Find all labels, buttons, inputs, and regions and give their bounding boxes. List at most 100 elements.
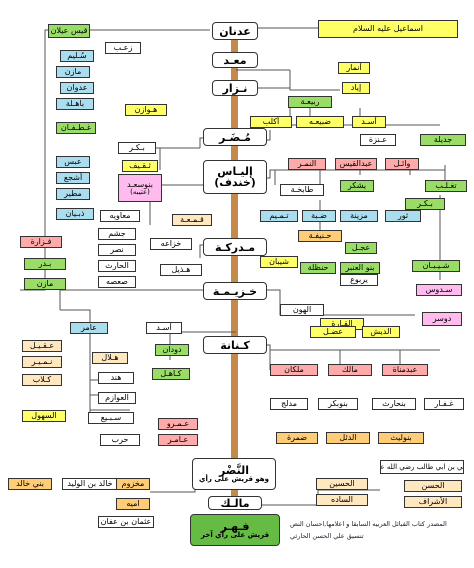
node-banu-saad: بنوسعـد(عتيبه) xyxy=(118,174,162,202)
node-ali: علي بن ابي طالب رضي الله عنه xyxy=(380,460,464,474)
node-awazim: العوازم xyxy=(98,392,136,404)
node-asad-khuzayma: أسـد xyxy=(146,322,182,334)
node-shayban: شـيـبـان xyxy=(412,260,460,272)
node-hanifa: حـنيفـة xyxy=(298,230,342,242)
node-khindif-label: (خندف) xyxy=(214,176,256,189)
main-trunk-line xyxy=(231,40,238,510)
node-rabia: ربيعـة xyxy=(288,96,332,108)
author-note: تنسيق علي الحسن الحارثي xyxy=(290,532,364,540)
node-harb: حرب xyxy=(100,434,140,446)
node-thawr: ثور xyxy=(385,210,421,222)
node-banu-harith: بنحارث xyxy=(372,398,416,410)
node-abdulqays: عبدالقيس xyxy=(335,158,377,170)
node-bani-khalid: بني خالد xyxy=(8,478,52,490)
node-malik-kinana: مالك xyxy=(328,364,372,376)
node-maad: معـد xyxy=(212,52,258,68)
node-banu-bakr: بنوبكر xyxy=(318,398,358,410)
node-adal: عضـل xyxy=(310,326,356,338)
node-tamim: تـمـيم xyxy=(260,210,298,222)
node-hudhayl: هـذيل xyxy=(160,264,202,276)
node-abs: عبس xyxy=(56,156,90,168)
node-hawazin: هـوازن xyxy=(125,104,167,116)
node-amir-kinana: عـامـر xyxy=(158,434,198,446)
node-zaab: زعـب xyxy=(105,42,141,54)
node-ilyas-label: إليـاس xyxy=(217,165,253,178)
node-hanzala: حنظلة xyxy=(300,262,336,274)
node-asad: أسـد xyxy=(352,116,386,128)
branch-lines xyxy=(20,27,446,506)
node-fihr-label: فـهـر xyxy=(220,520,250,533)
node-daysh: الديش xyxy=(362,326,400,338)
node-banu-saad-label: بنوسعـد xyxy=(127,179,153,189)
node-banu-saad-note: (عتيبه) xyxy=(130,187,150,196)
node-khuzayma: خـزيـمـة xyxy=(203,282,267,300)
node-ismail: اسماعيل عليه السلام xyxy=(318,20,458,38)
node-dil: الدئل xyxy=(326,432,370,444)
node-namir: النمـر xyxy=(288,158,326,170)
node-kilab: كـلاب xyxy=(22,374,62,386)
node-kahil: كـاهـل xyxy=(152,368,190,380)
node-banu-anbar: بنو العنبر xyxy=(340,262,380,274)
node-sadus: سـدوس xyxy=(416,284,462,296)
node-al-hun: الهون xyxy=(280,304,324,316)
node-qays-aylan: قيس عيلان xyxy=(48,24,90,38)
node-harith-hawazin: الحارث xyxy=(98,260,136,272)
node-banu-layth: بنوليث xyxy=(378,432,424,444)
node-numayr: نـمـيـر xyxy=(22,356,62,368)
node-shaybani: شيبان xyxy=(260,256,298,268)
node-sada: الساده xyxy=(316,494,368,506)
node-muzayna: مزينة xyxy=(340,210,378,222)
node-ashja: أشجع xyxy=(56,172,90,184)
node-ghatafan: غـطـفـان xyxy=(56,122,96,134)
node-mazin-fazara: مازن xyxy=(24,278,66,290)
node-mudar: مُـضَـر xyxy=(203,128,267,146)
node-mudlij: مدلج xyxy=(270,398,308,410)
node-amr: عـمـرو xyxy=(158,418,198,430)
node-suhul: السهول xyxy=(22,410,66,422)
node-abdmanat: عبدمناة xyxy=(382,364,428,376)
node-muawiya: معاويه xyxy=(100,210,140,222)
node-badr: بـدر xyxy=(24,258,66,270)
node-hind: هند xyxy=(98,372,134,384)
node-aklub: أكلب xyxy=(250,116,292,128)
node-kinana: كـنانة xyxy=(203,336,267,354)
node-anaza: عـنزة xyxy=(360,134,396,146)
node-adnan: عدنان xyxy=(212,22,258,40)
node-tabikha: طابخـة xyxy=(280,184,324,196)
node-dubaya: ضبيعـه xyxy=(296,116,344,128)
node-dawsar: دوسر xyxy=(422,312,462,326)
node-malik: مالـك xyxy=(208,496,262,510)
node-uthman: عثمان بن عفان xyxy=(98,516,154,528)
node-hilal: هـلال xyxy=(92,352,128,364)
node-jadila: جديلة xyxy=(420,134,466,146)
node-ilyas: إليـاس(خندف) xyxy=(203,160,267,194)
node-iyad: إياد xyxy=(342,82,370,94)
node-makhzum: مخزوم xyxy=(116,478,150,490)
node-thaqif: ثـقـيف xyxy=(122,160,158,172)
node-jusham: جشم xyxy=(98,228,136,240)
node-sulaym: سُـليم xyxy=(60,50,94,62)
node-khalid-walid: خالد بن الوليد xyxy=(62,478,118,490)
node-adwan: عدوان xyxy=(60,82,94,94)
node-fazara: فـزارة xyxy=(20,236,62,248)
node-amir: عامر xyxy=(70,322,108,334)
source-note: المصدر كتاب القبائل العربيه السابقا و اع… xyxy=(290,520,447,528)
node-ghifar: غـفـار xyxy=(424,398,464,410)
node-anmar: أنمار xyxy=(338,62,370,74)
node-khuzaa: خزاعه xyxy=(150,238,192,250)
node-bahila: باهـلة xyxy=(56,98,94,110)
node-ashraf: الأشراف xyxy=(404,496,462,508)
node-nadr-label: النَّضْر xyxy=(218,464,250,477)
node-umayya: اميه xyxy=(116,498,150,510)
node-fihr-note: قريش على رأي آخر xyxy=(200,531,270,539)
node-bakr-hawazin: بـكـر xyxy=(118,142,156,154)
node-malakan: ملكان xyxy=(270,364,318,376)
node-nadr-note: وهو قريش على رأي xyxy=(199,475,269,483)
node-bakr: بـكـر xyxy=(405,198,445,210)
node-dhubyan: ذبـيان xyxy=(56,208,94,220)
node-taghlib: تغـلـب xyxy=(425,180,467,192)
